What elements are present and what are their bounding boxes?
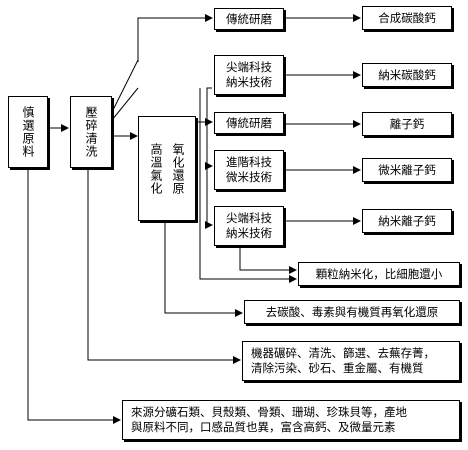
arrow-crush-to-grind1 xyxy=(111,14,213,113)
nano-tech-1-line1: 尖端科技 xyxy=(226,60,272,74)
source-note-line2: 與原料不同，口感品質也異，富含高鈣、及微量元素 xyxy=(131,420,396,434)
high-temp-col1: 氧化還原 xyxy=(171,142,185,195)
line-crush-to-machine xyxy=(87,170,241,364)
particle-note-label: 顆粒納米化，比細胞還小 xyxy=(315,266,443,281)
crush-wash-box: 壓碎清洗 xyxy=(70,96,112,168)
line-raw-to-source xyxy=(27,170,121,424)
reduction-note-label: 去碳酸、毒素與有機質再氧化還原 xyxy=(265,304,439,319)
micro-ionic-calcium-label: 微米離子鈣 xyxy=(378,162,436,177)
nano-tech-1-box: 尖端科技 納米技術 xyxy=(214,55,284,95)
high-temp-col2: 高溫氣化 xyxy=(149,142,163,195)
ionic-calcium-label: 離子鈣 xyxy=(389,116,425,131)
reduction-note-box: 去碳酸、毒素與有機質再氧化還原 xyxy=(244,300,460,324)
raw-material-label: 慎選原料 xyxy=(21,106,35,158)
source-note-line1: 來源分礦石類、貝殼類、骨類、珊瑚、珍珠貝等，產地 xyxy=(131,405,407,419)
line-particle-note xyxy=(239,248,297,274)
ionic-calcium-box: 離子鈣 xyxy=(362,112,452,136)
traditional-grind-2-box: 傳統研磨 xyxy=(214,112,284,134)
nano-calcium-carbonate-label: 納米碳酸鈣 xyxy=(378,67,436,82)
nano-tech-2-line1: 尖端科技 xyxy=(226,211,272,225)
nano-ionic-calcium-box: 納米離子鈣 xyxy=(362,209,452,233)
source-note-box: 來源分礦石類、貝殼類、骨類、珊瑚、珍珠貝等，產地 與原料不同，口感品質也異，富含… xyxy=(122,400,460,440)
traditional-grind-1-box: 傳統研磨 xyxy=(214,8,284,30)
line-nano1-to-particle xyxy=(199,88,297,283)
micro-ionic-calcium-box: 微米離子鈣 xyxy=(362,158,452,182)
advanced-tech-box: 進階科技 微米技術 xyxy=(214,150,284,190)
advanced-tech-line1: 進階科技 xyxy=(226,155,272,169)
machine-note-line1: 機器碾碎、清洗、篩選、去蕪存菁， xyxy=(251,346,435,360)
line-hightemp-to-reduction xyxy=(164,222,243,317)
synthetic-calcium-carbonate-label: 合成碳酸鈣 xyxy=(378,10,436,25)
nano-tech-2-box: 尖端科技 納米技術 xyxy=(214,206,284,246)
raw-material-box: 慎選原料 xyxy=(8,96,48,168)
nano-tech-2-line2: 納米技術 xyxy=(226,226,272,240)
arrow-crush-to-nano1 xyxy=(111,87,139,121)
nano-tech-1-line2: 納米技術 xyxy=(226,75,272,89)
traditional-grind-2-label: 傳統研磨 xyxy=(226,115,272,130)
particle-note-box: 顆粒納米化，比細胞還小 xyxy=(298,262,460,286)
machine-note-box: 機器碾碎、清洗、篩選、去蕪存菁， 清除污染、砂石、重金屬、有機質 xyxy=(242,341,460,381)
crush-wash-label: 壓碎清洗 xyxy=(84,106,98,158)
advanced-tech-line2: 微米技術 xyxy=(226,170,272,184)
branch-hightemp xyxy=(206,87,212,122)
synthetic-calcium-carbonate-box: 合成碳酸鈣 xyxy=(362,6,452,30)
high-temp-box: 氧化還原 高溫氣化 xyxy=(138,116,196,221)
traditional-grind-1-label: 傳統研磨 xyxy=(226,11,272,26)
nano-ionic-calcium-label: 納米離子鈣 xyxy=(378,213,436,228)
machine-note-line2: 清除污染、砂石、重金屬、有機質 xyxy=(251,361,424,375)
nano-calcium-carbonate-box: 納米碳酸鈣 xyxy=(362,63,452,87)
